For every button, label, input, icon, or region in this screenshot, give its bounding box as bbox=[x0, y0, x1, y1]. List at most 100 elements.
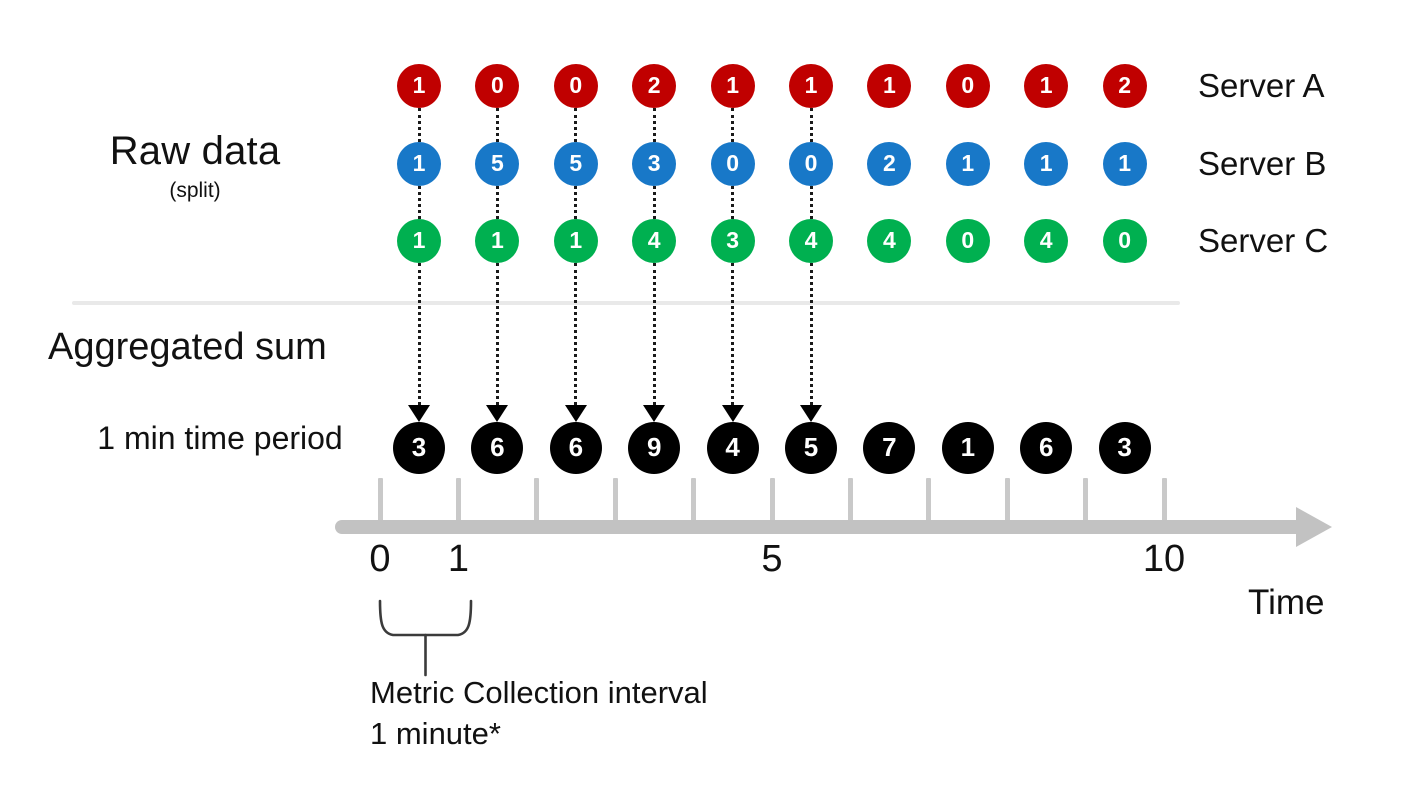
raw-data-title: Raw data bbox=[109, 129, 281, 173]
section-divider bbox=[72, 301, 1180, 305]
axis-title: Time bbox=[1248, 583, 1325, 622]
time-axis-line bbox=[335, 520, 1310, 534]
data-point-value: 6 bbox=[568, 432, 584, 462]
data-point-aggregated-sum-9: 3 bbox=[1098, 422, 1151, 474]
arrowhead-icon bbox=[408, 405, 430, 422]
axis-tick bbox=[1004, 478, 1010, 523]
data-point-server-c-3: 4 bbox=[632, 219, 677, 263]
arrowhead-icon bbox=[486, 405, 509, 422]
data-point-server-a-5: 1 bbox=[789, 64, 833, 108]
data-point-value: 2 bbox=[1118, 71, 1131, 98]
data-point-value: 1 bbox=[1118, 149, 1131, 176]
data-point-value: 3 bbox=[411, 432, 427, 462]
data-point-server-b-2: 5 bbox=[553, 142, 598, 186]
data-point-value: 0 bbox=[961, 226, 975, 253]
data-point-server-b-6: 2 bbox=[867, 142, 912, 186]
arrowhead-icon bbox=[643, 405, 666, 422]
data-point-value: 1 bbox=[961, 149, 975, 176]
series-label-server-c: Server C bbox=[1198, 222, 1329, 259]
data-point-value: 1 bbox=[804, 71, 818, 98]
data-point-aggregated-sum-7: 1 bbox=[941, 422, 994, 474]
data-point-server-a-2: 0 bbox=[553, 64, 598, 108]
data-point-value: 5 bbox=[490, 149, 504, 176]
dotted-connector bbox=[417, 186, 421, 219]
data-point-value: 4 bbox=[804, 226, 818, 253]
data-point-server-a-0: 1 bbox=[397, 64, 441, 108]
axis-tick bbox=[847, 478, 853, 523]
data-point-value: 3 bbox=[647, 149, 661, 176]
data-point-value: 3 bbox=[1117, 432, 1132, 462]
axis-tick bbox=[534, 478, 540, 523]
data-point-aggregated-sum-3: 9 bbox=[628, 422, 681, 474]
dotted-connector bbox=[574, 108, 578, 142]
data-point-aggregated-sum-1: 6 bbox=[471, 422, 524, 474]
data-point-value: 0 bbox=[726, 149, 739, 176]
dotted-connector bbox=[574, 186, 578, 219]
axis-tick bbox=[926, 478, 932, 523]
dotted-connector bbox=[495, 108, 499, 142]
data-point-server-b-5: 0 bbox=[789, 142, 833, 186]
axis-tick-label-5: 5 bbox=[761, 538, 783, 580]
data-point-server-a-8: 1 bbox=[1024, 64, 1069, 108]
series-label-server-a: Server A bbox=[1198, 67, 1325, 104]
collection-interval-brace-icon bbox=[378, 599, 473, 677]
data-point-server-c-7: 0 bbox=[945, 219, 990, 263]
data-point-value: 1 bbox=[569, 226, 583, 253]
data-point-aggregated-sum-2: 6 bbox=[549, 422, 602, 474]
data-point-value: 0 bbox=[569, 71, 583, 98]
data-point-server-a-4: 1 bbox=[710, 64, 755, 108]
dotted-connector bbox=[809, 263, 813, 405]
data-point-server-c-8: 4 bbox=[1024, 219, 1069, 263]
data-point-value: 1 bbox=[412, 226, 426, 253]
data-point-value: 1 bbox=[1039, 149, 1053, 176]
time-axis-arrow-icon bbox=[1296, 507, 1332, 547]
collection-interval-caption: Metric Collection interval 1 minute* bbox=[370, 675, 708, 751]
data-point-aggregated-sum-5: 5 bbox=[785, 422, 837, 474]
dotted-connector bbox=[652, 108, 656, 142]
data-point-server-c-4: 3 bbox=[710, 219, 755, 263]
data-point-server-c-6: 4 bbox=[867, 219, 912, 263]
axis-tick bbox=[691, 478, 697, 523]
dotted-connector bbox=[574, 263, 578, 405]
dotted-connector bbox=[495, 263, 499, 405]
data-point-value: 0 bbox=[1118, 226, 1131, 253]
data-point-value: 1 bbox=[412, 149, 426, 176]
axis-tick bbox=[377, 478, 383, 523]
axis-tick bbox=[612, 478, 618, 523]
axis-tick bbox=[1161, 478, 1167, 523]
data-point-value: 1 bbox=[726, 71, 739, 98]
data-point-server-a-3: 2 bbox=[632, 64, 677, 108]
data-point-server-c-5: 4 bbox=[789, 219, 833, 263]
axis-tick bbox=[1083, 478, 1089, 523]
dotted-connector bbox=[495, 186, 499, 219]
data-point-server-b-3: 3 bbox=[632, 142, 677, 186]
data-point-server-b-9: 1 bbox=[1102, 142, 1147, 186]
data-point-server-c-2: 1 bbox=[553, 219, 598, 263]
data-point-server-b-1: 5 bbox=[475, 142, 520, 186]
data-point-value: 1 bbox=[412, 71, 426, 98]
raw-data-subtitle: (split) bbox=[169, 179, 221, 202]
data-point-server-a-7: 0 bbox=[945, 64, 990, 108]
data-point-value: 3 bbox=[726, 226, 739, 253]
arrowhead-icon bbox=[564, 405, 587, 422]
data-point-value: 1 bbox=[490, 226, 504, 253]
data-point-server-b-4: 0 bbox=[710, 142, 755, 186]
data-point-value: 4 bbox=[647, 226, 661, 253]
series-label-server-b: Server B bbox=[1198, 145, 1327, 182]
data-point-value: 5 bbox=[569, 149, 583, 176]
dotted-connector bbox=[809, 186, 813, 219]
dotted-connector bbox=[417, 263, 421, 405]
data-point-value: 1 bbox=[882, 71, 896, 98]
axis-tick bbox=[769, 478, 775, 523]
dotted-connector bbox=[652, 263, 656, 405]
data-point-value: 2 bbox=[882, 149, 896, 176]
data-point-server-c-1: 1 bbox=[475, 219, 520, 263]
data-point-value: 5 bbox=[803, 432, 819, 462]
data-point-server-a-1: 0 bbox=[475, 64, 520, 108]
data-point-aggregated-sum-6: 7 bbox=[863, 422, 916, 474]
data-point-value: 4 bbox=[882, 226, 896, 253]
arrowhead-icon bbox=[800, 405, 822, 422]
dotted-connector bbox=[731, 263, 735, 405]
data-point-server-b-8: 1 bbox=[1024, 142, 1069, 186]
dotted-connector bbox=[417, 108, 421, 142]
